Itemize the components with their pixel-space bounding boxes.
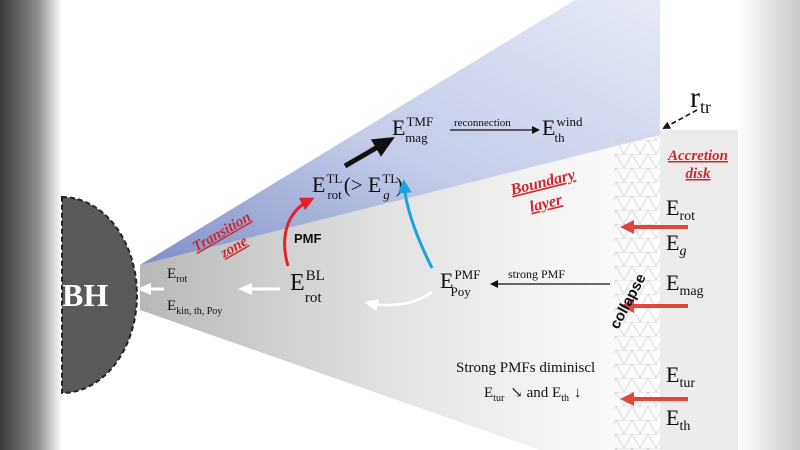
poy-to-bl-white-arrow [364,290,433,311]
pmf-label: PMF [294,231,322,246]
bh-label: BH [62,277,108,313]
right-edge-fade [738,0,800,450]
disk-e-mag: Emag [666,270,704,299]
pmf-red-arrow [283,197,315,267]
left-edge-fade [0,0,62,450]
disk-e-rot: Erot [666,195,695,224]
inner-e-rot: Erot [167,266,188,285]
tl-to-tmf-arrow [343,136,395,169]
disk-e-g: Eg [666,230,686,259]
accretion-disk-band [660,130,738,450]
disk-e-th: Eth [666,405,690,434]
boundary-layer-region [140,135,660,450]
accretion-disk-title-line2: disk [685,166,711,182]
accretion-disk-title-line1: Accretion [667,148,728,164]
r-tr-pointer [662,109,698,129]
transition-zone-region [140,0,660,265]
bottom-strong-pmfs-text: Strong PMFs diminiscl [456,360,595,376]
black-hole-shape [61,195,138,395]
inner-e-kin-th-poy: Ekin, th, Poy [167,298,222,317]
poy-cyan-arrow [397,179,434,269]
bottom-e-tur-e-th: Etur↘ and Eth↓ [484,385,581,404]
reconnection-label: reconnection [454,117,511,129]
strong-pmf-label: strong PMF [508,267,565,281]
r-tr-label: rtr [690,81,711,117]
disk-e-tur: Etur [666,362,695,391]
